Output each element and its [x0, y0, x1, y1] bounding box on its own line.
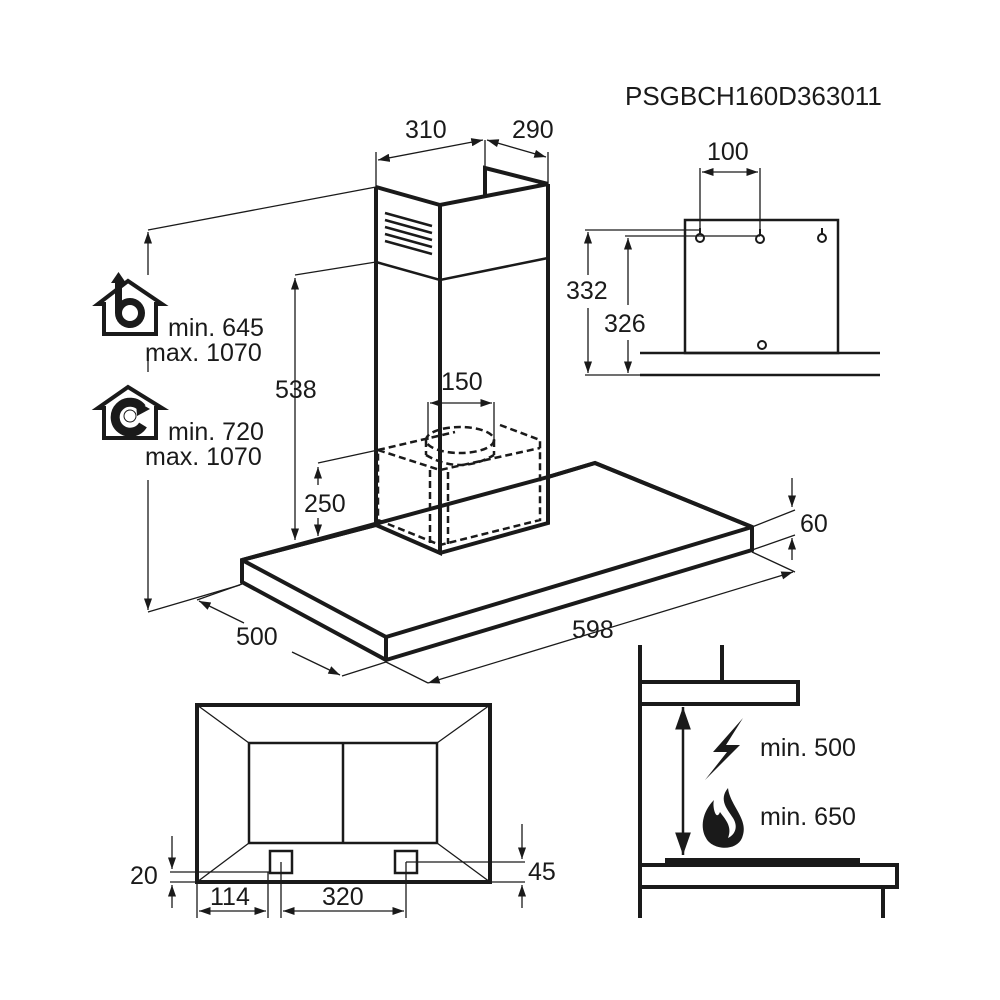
clearance-diagram [638, 645, 899, 918]
hood-isometric [240, 165, 754, 663]
offset-45-label: 45 [528, 858, 556, 886]
bracket-height-inner-label: 326 [604, 310, 646, 338]
offset-20-label: 20 [130, 862, 158, 890]
electric-clearance-label: min. 500 [760, 734, 856, 762]
model-code: PSGBCH160D363011 [625, 81, 882, 111]
hole-spacing-label: 100 [707, 138, 749, 166]
canopy-depth-label: 500 [236, 623, 278, 651]
canopy-width-label: 598 [572, 616, 614, 644]
bottom-view [195, 703, 492, 884]
recirculation-house-icon [91, 384, 170, 440]
bracket-detail [640, 218, 880, 377]
flame-icon [702, 788, 744, 848]
lightning-icon [705, 718, 743, 780]
box-height-label: 250 [304, 490, 346, 518]
chimney-width-label: 310 [405, 116, 447, 144]
extraction-house-icon [92, 272, 169, 336]
bracket-height-outer-label: 332 [566, 277, 608, 305]
recirculation-max-label: max. 1070 [145, 443, 262, 471]
extraction-max-label: max. 1070 [145, 339, 262, 367]
outlet-diameter-label: 150 [441, 368, 483, 396]
offset-114-label: 114 [210, 883, 250, 911]
vent-slots [384, 211, 433, 256]
gas-clearance-label: min. 650 [760, 803, 856, 831]
spacing-320-label: 320 [322, 883, 364, 911]
extraction-min-label: min. 645 [168, 314, 264, 342]
recirculation-min-label: min. 720 [168, 418, 264, 446]
chimney-depth-label: 290 [512, 116, 554, 144]
canopy-thickness-label: 60 [800, 510, 828, 538]
chimney-height-label: 538 [275, 376, 317, 404]
